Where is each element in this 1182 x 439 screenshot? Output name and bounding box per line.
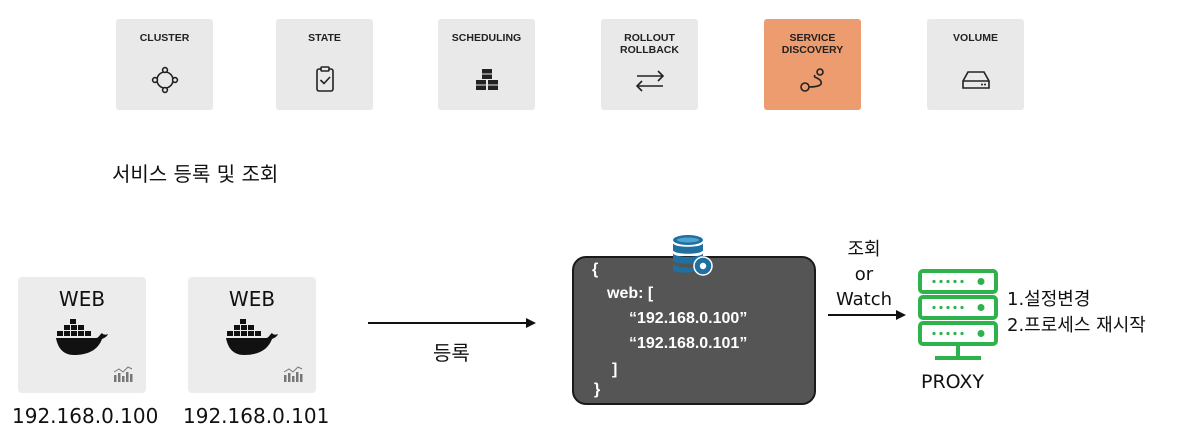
tile-label: SCHEDULING [451,32,522,44]
code-line: web: [ [607,285,654,302]
proxy-step: 2.프로세스 재시작 [1007,315,1146,336]
tile-cluster[interactable]: CLUSTER [116,19,213,110]
tile-scheduling[interactable]: SCHEDULING [438,19,535,110]
tile-label: CLUSTER [139,32,190,44]
swap-arrows-icon [635,70,665,92]
web-node-card: WEB [188,277,316,393]
proxy-label: PROXY [921,371,985,393]
register-label: 등록 [433,341,470,365]
tile-label: ROLLOUT ROLLBACK [620,32,679,56]
docker-whale-icon [56,319,108,355]
proxy-steps: 1.설정변경 2.프로세스 재시작 [1007,287,1146,339]
web-node-ip: 192.168.0.100 [12,404,159,428]
tile-rollout-rollback[interactable]: ROLLOUT ROLLBACK [601,19,698,110]
web-node-label: WEB [228,287,276,311]
clipboard-check-icon [316,66,334,92]
docker-whale-icon [226,319,278,355]
code-line: “192.168.0.100” [629,310,748,327]
section-heading: 서비스 등록 및 조회 [112,162,279,186]
lookup-label-line: 조회 [847,239,881,260]
tile-label: SERVICE DISCOVERY [781,32,844,56]
code-line: } [594,381,601,398]
lookup-label-line: Watch [835,289,893,310]
web-node-label: WEB [58,287,106,311]
database-gear-icon [673,235,713,276]
tile-service-discovery[interactable]: SERVICE DISCOVERY [764,19,861,110]
code-line: “192.168.0.101” [629,335,748,352]
server-rack-icon [918,269,998,360]
web-node-card: WEB [18,277,146,393]
hard-drive-icon [962,71,990,89]
lookup-label: 조회 or Watch [824,237,904,312]
code-line: ] [612,361,618,378]
lookup-arrow [828,310,906,320]
route-icon [800,68,824,92]
metrics-icon [283,366,303,382]
proxy-step: 1.설정변경 [1007,289,1091,310]
tile-label: STATE [308,32,341,44]
lookup-label-line: or [854,264,874,285]
tile-volume[interactable]: VOLUME [927,19,1024,110]
tile-label: VOLUME [953,32,998,44]
cluster-icon [151,66,179,94]
web-node-ip: 192.168.0.101 [183,404,330,428]
boxes-icon [476,69,498,90]
code-line: { [592,261,599,278]
metrics-icon [113,366,133,382]
register-arrow [368,318,536,328]
tile-state[interactable]: STATE [276,19,373,110]
